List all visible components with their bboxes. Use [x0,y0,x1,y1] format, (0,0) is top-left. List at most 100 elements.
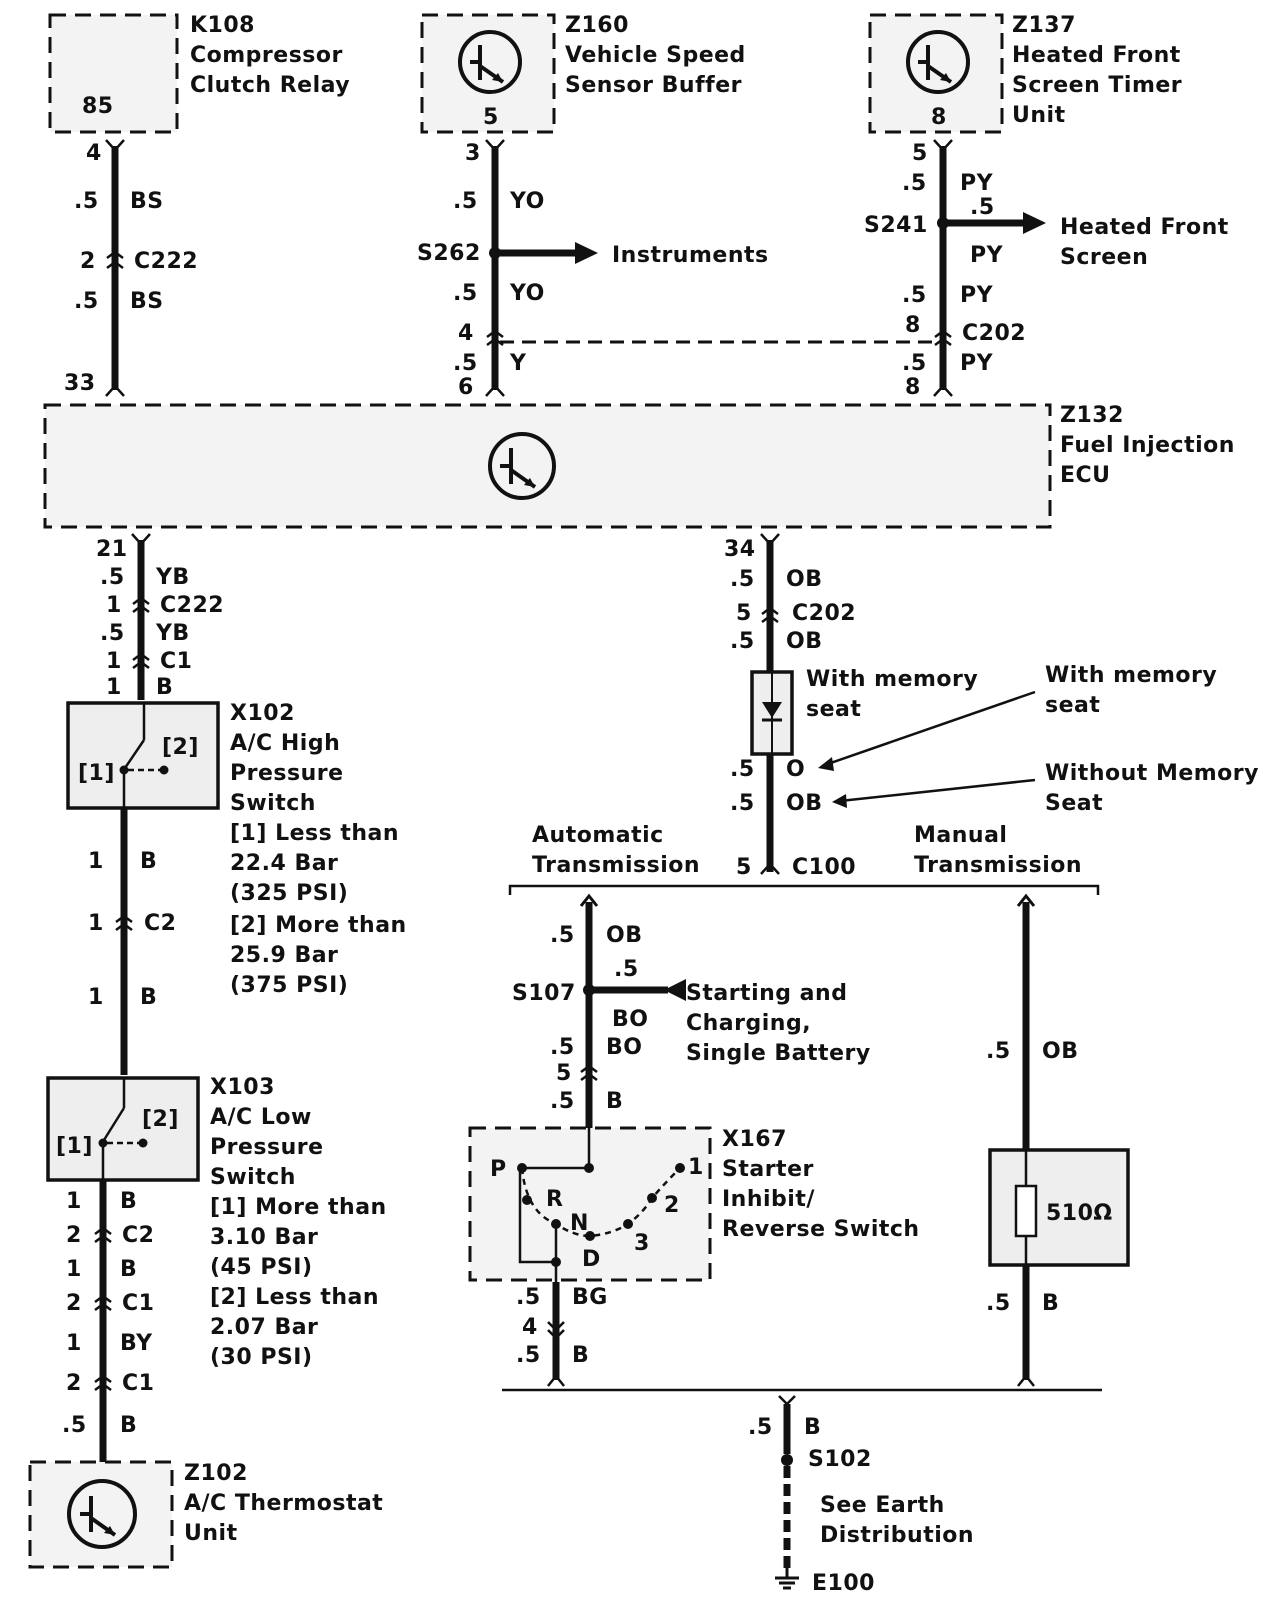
k108-pin-4: 4 [86,141,102,166]
x167-starter-inhibit-reverse-switch: P R N D 1 2 3 X167 Starter Inhibit/ Reve… [468,1126,919,1282]
diode-label-2: seat [806,697,861,722]
manual-wire: .5 OB [986,893,1078,1150]
right-colour-1: OB [786,567,822,592]
z160-colour-1: YO [509,189,545,214]
z102-ac-thermostat-unit: Z102 A/C Thermostat Unit [28,1460,383,1569]
manual-wire-lower: .5 B [986,1265,1059,1387]
x167-label-1: Starter [722,1157,814,1182]
left-lower-colour-3: BY [120,1331,153,1356]
x103-note-1: [1] More than [210,1195,387,1220]
auto-colour-4: BG [572,1285,608,1310]
z137-pin-5: 5 [912,141,928,166]
earth-wire: .5 B S102 See Earth Distribution E100 [748,1395,974,1596]
z137-label-2: Screen Timer [1012,73,1182,98]
x167-position-d: D [582,1247,601,1272]
z132-id: Z132 [1060,403,1124,428]
right-gauge-4: .5 [730,791,755,816]
auto-conn-pin-4: 4 [522,1315,538,1340]
z160-gauge-2: .5 [453,281,478,306]
manual-gauge-2: .5 [986,1291,1011,1316]
left-conn-pin-2: 1 [106,649,122,674]
z160-transistor-icon [458,30,522,94]
k108-connector: C222 [134,249,198,274]
auto-colour-3: B [606,1089,623,1114]
heated-front-destination-1: Heated Front [1060,215,1229,240]
with-memory-seat-note-1: With memory [1045,663,1217,688]
x102-ac-high-pressure-switch: [1] [2] X102 A/C High Pressure Switch [1… [66,701,406,998]
k108-label-2: Clutch Relay [190,73,350,98]
x103-label-3: Switch [210,1165,296,1190]
k108-pin: 85 [82,94,114,119]
k108-wire: 4 .5 BS 2 C222 .5 BS 33 [64,139,198,397]
x167-position-2: 2 [664,1193,680,1218]
left-colour-5: B [140,985,157,1010]
resistor-510-ohm: 510Ω [988,1148,1130,1267]
without-memory-seat-note-2: Seat [1045,791,1103,816]
left-gauge-4: 1 [88,849,104,874]
left-connector-c2: C2 [144,911,176,936]
x102-label-1: A/C High [230,731,340,756]
s102-splice: S102 [808,1447,872,1472]
left-lower-pin-6: 2 [66,1371,82,1396]
left-pin-21: 21 [96,537,128,562]
x103-position-2: [2] [142,1107,179,1132]
k108-compressor-clutch-relay: 85 K108 Compressor Clutch Relay [48,13,350,134]
x103-position-1: [1] [56,1134,93,1159]
auto-gauge-4: .5 [516,1285,541,1310]
left-wire-upper: 21 .5 YB 1 C222 .5 YB 1 C1 1 B [96,533,224,700]
x102-position-1: [1] [78,761,115,786]
left-gauge-1: .5 [100,565,125,590]
k108-conn-pin: 2 [80,249,96,274]
z160-vehicle-speed-sensor-buffer: 5 Z160 Vehicle Speed Sensor Buffer [420,13,745,134]
left-colour-1: YB [155,565,190,590]
automatic-label-1: Automatic [532,823,664,848]
x102-note-5: 25.9 Bar [230,943,338,968]
manual-colour-1: OB [1042,1039,1078,1064]
left-gauge-2: .5 [100,621,125,646]
z160-wire: 3 .5 YO S262 Instruments .5 YO 4 .5 Y 6 [417,139,768,400]
z137-label-1: Heated Front [1012,43,1181,68]
z102-id: Z102 [184,1461,248,1486]
automatic-wire-upper: .5 OB S107 .5 BO Starting and Charging, … [512,893,870,1128]
earth-colour: B [804,1415,821,1440]
left-colour-3: B [156,675,173,700]
z137-conn-pin: 8 [905,313,921,338]
x103-note-6: (30 PSI) [210,1345,313,1370]
auto-gauge-2: .5 [550,1035,575,1060]
z160-gauge-1: .5 [453,189,478,214]
left-pin-1: 1 [106,675,122,700]
starting-charging-dest-2: Charging, [686,1011,811,1036]
x167-position-1: 1 [688,1155,704,1180]
heated-front-destination-2: Screen [1060,245,1148,270]
z137-gauge-1: .5 [902,171,927,196]
x102-note-1: [1] Less than [230,821,399,846]
with-memory-seat-note-2: seat [1045,693,1100,718]
z160-conn-pin: 4 [458,321,474,346]
transmission-option-bar [508,884,1100,895]
left-wire-lower: 1 B 2 C2 1 B 2 C1 1 BY 2 C1 .5 B [62,1180,154,1462]
s262-splice: S262 [417,241,481,266]
x103-note-3: (45 PSI) [210,1255,313,1280]
z160-colour-3: Y [509,351,527,376]
left-connector-c1: C1 [160,649,192,674]
left-lower-colour-2: B [120,1257,137,1282]
z160-pin: 5 [483,105,499,130]
z160-pin-3: 3 [465,141,481,166]
left-lower-connector-c2: C2 [122,1223,154,1248]
k108-colour-2: BS [130,289,164,314]
x103-note-5: 2.07 Bar [210,1315,318,1340]
z137-pin: 8 [931,105,947,130]
z160-colour-2: YO [509,281,545,306]
right-connector-c100: C100 [792,855,856,880]
z137-colour-2: PY [960,283,994,308]
z137-gauge-2: .5 [902,283,927,308]
z102-label-1: A/C Thermostat [184,1491,383,1516]
left-gauge-5: 1 [88,985,104,1010]
z137-colour-mid: PY [970,243,1004,268]
starting-charging-dest-1: Starting and [686,981,847,1006]
manual-colour-2: B [1042,1291,1059,1316]
right-colour-2: OB [786,629,822,654]
left-lower-pin-2: 2 [66,1223,82,1248]
automatic-wire-lower: .5 BG 4 .5 B [516,1282,608,1387]
